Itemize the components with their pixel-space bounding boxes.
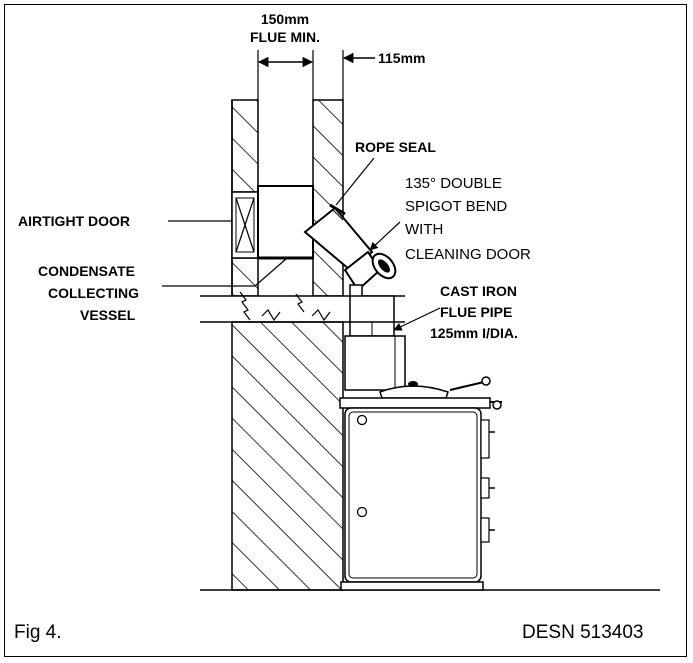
flue-pipe	[349, 295, 395, 337]
condensate-label-line1: CONDENSATE	[38, 263, 135, 279]
figure-caption: Fig 4.	[14, 622, 62, 643]
flue-pipe-label-line1: CAST IRON	[440, 283, 517, 299]
rope-seal-label: ROPE SEAL	[355, 139, 436, 155]
condensate-label-line3: VESSEL	[80, 307, 136, 323]
flue-pipe-label-line3: 125mm I/DIA.	[430, 325, 518, 341]
dimension-150mm	[257, 50, 314, 100]
range-cooker	[339, 335, 502, 591]
spigot-bend-label-line4: CLEANING DOOR	[405, 246, 531, 263]
lower-wall	[231, 321, 344, 591]
leader-lines	[162, 157, 441, 331]
airtight-door	[231, 191, 259, 259]
spigot-bend-label-line1: 135° DOUBLE	[405, 175, 502, 192]
cleaning-door	[371, 252, 397, 280]
condensate-vessel	[257, 185, 314, 260]
spigot-bend-label-line2: SPIGOT BEND	[405, 198, 507, 215]
dimension-115mm	[342, 50, 375, 100]
drawing-reference: DESN 513403	[522, 622, 644, 643]
airtight-door-label: AIRTIGHT DOOR	[18, 213, 130, 229]
condensate-label-line2: COLLECTING	[48, 285, 139, 301]
spigot-bend-label-line3: WITH	[405, 221, 443, 238]
flue-offset-label: 115mm	[378, 50, 425, 66]
flue-pipe-label-line2: FLUE PIPE	[440, 304, 512, 320]
flue-width-label-line1: 150mm	[261, 11, 309, 27]
chimney-wall-right	[312, 99, 344, 297]
flue-width-label-line2: FLUE MIN.	[250, 29, 320, 45]
spigot-bend	[303, 203, 382, 298]
